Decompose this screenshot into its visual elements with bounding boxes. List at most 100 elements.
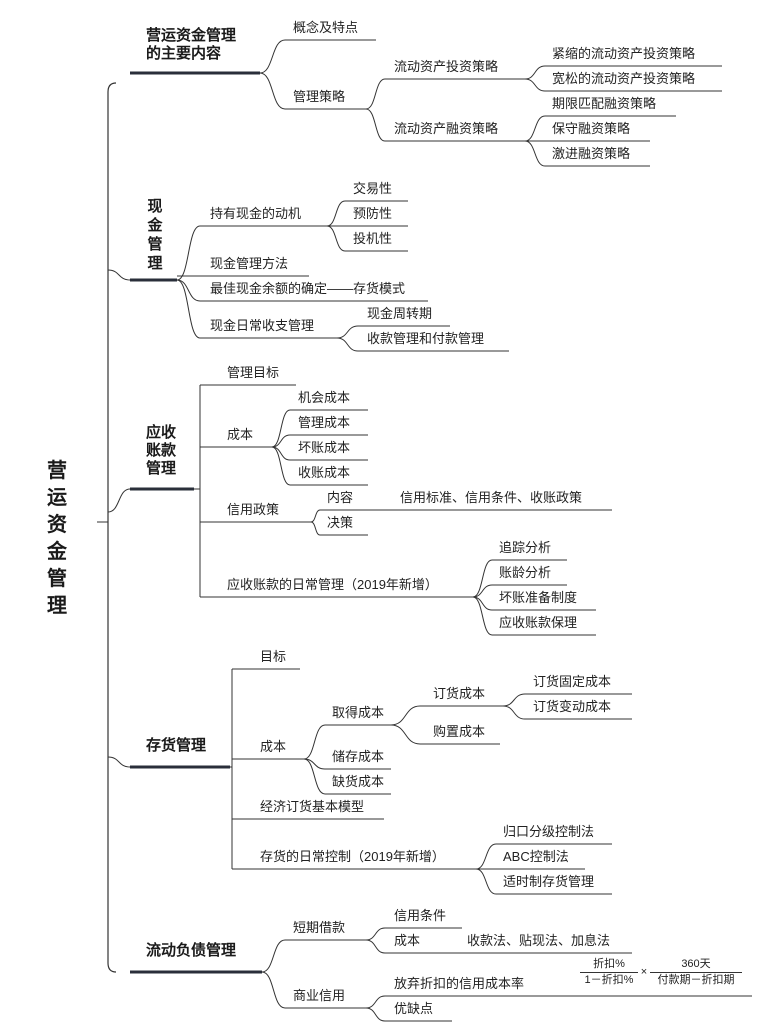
connector-line — [365, 939, 386, 954]
connector-line — [230, 669, 233, 768]
connector-line — [176, 279, 201, 302]
node-tracking-analysis: 追踪分析 — [499, 540, 552, 555]
formula-fraction-discount: 折扣% 1－折扣% — [580, 958, 638, 987]
node-concept: 概念及特点 — [293, 20, 359, 35]
node-purchase-cost: 购置成本 — [433, 724, 486, 739]
connector-line — [271, 446, 291, 486]
connector-line — [176, 225, 201, 281]
branch-working-capital-content: 营运资金管理 的主要内容 — [146, 27, 236, 63]
formula-times: × — [640, 966, 648, 978]
connector-line — [365, 108, 386, 142]
branch-title-line1: 营运资金管理 — [146, 27, 237, 44]
branch-cash-management: 现 金 管 理 — [146, 197, 164, 273]
node-forgo-discount: 放弃折扣的信用成本率 — [394, 976, 525, 991]
node-fin-match: 期限匹配融资策略 — [552, 96, 657, 111]
node-motive-transaction: 交易性 — [353, 181, 393, 196]
title-char-1: 现 — [147, 198, 163, 215]
connector-line — [390, 705, 421, 726]
connector-line — [194, 385, 201, 490]
node-invest-strategy: 流动资产投资策略 — [394, 59, 499, 74]
branch-inventory: 存货管理 — [146, 737, 207, 754]
connector-line — [475, 868, 497, 895]
connector-line — [326, 200, 346, 227]
connector-line — [365, 1007, 386, 1022]
connector-line — [107, 756, 131, 768]
root-title-text: 营运资金管理 — [47, 460, 67, 617]
connector-line — [310, 521, 321, 536]
node-abc-control: ABC控制法 — [503, 849, 569, 864]
connector-line — [365, 927, 386, 941]
connector-line — [365, 78, 386, 110]
node-management-cost: 管理成本 — [298, 415, 351, 430]
connector-line — [107, 269, 131, 281]
node-cash-motive: 持有现金的动机 — [210, 206, 302, 221]
connector-line — [107, 488, 131, 513]
node-bad-debt-cost: 坏账成本 — [298, 440, 351, 455]
connector-line — [472, 596, 493, 636]
connector-line — [261, 939, 286, 973]
branch-receivables: 应收 账款 管理 — [146, 424, 176, 478]
connector-line — [524, 65, 546, 80]
connector-line — [524, 140, 546, 167]
branch-title-line2: 账款 — [146, 442, 177, 459]
connector-line — [365, 995, 386, 1009]
connector-line — [336, 325, 359, 339]
node-fin-conservative: 保守融资策略 — [552, 121, 631, 136]
node-motive-precaution: 预防性 — [353, 206, 393, 221]
node-acquire-cost: 取得成本 — [332, 705, 385, 720]
node-invest-tight: 紧缩的流动资产投资策略 — [552, 46, 696, 61]
fraction-bar-icon — [650, 972, 742, 973]
node-pros-cons: 优缺点 — [394, 1001, 434, 1016]
connector-line — [176, 279, 201, 339]
node-strategy: 管理策略 — [293, 89, 346, 104]
node-jit: 适时制存货管理 — [503, 874, 595, 889]
node-policy-content-detail: 信用标准、信用条件、收账政策 — [400, 490, 583, 505]
connector-line — [271, 446, 291, 461]
node-eoq-model: 经济订货基本模型 — [260, 799, 365, 814]
node-short-loan: 短期借款 — [293, 920, 346, 935]
connector-line — [475, 843, 497, 870]
node-invest-loose: 宽松的流动资产投资策略 — [552, 71, 696, 86]
connector-line — [271, 434, 291, 448]
connector-line — [390, 724, 421, 745]
connector-line — [326, 225, 346, 252]
node-cash-method: 现金管理方法 — [210, 256, 289, 271]
fraction-bar-icon — [580, 972, 638, 973]
connector-line — [259, 72, 286, 110]
connector-line — [524, 78, 546, 92]
connector-line — [524, 115, 546, 142]
connector-line — [502, 705, 526, 720]
node-order-variable: 订货变动成本 — [533, 699, 612, 714]
node-level-control: 归口分级控制法 — [503, 824, 595, 839]
node-bad-debt-reserve: 坏账准备制度 — [499, 590, 578, 605]
root-title: 营运资金管理 — [44, 458, 70, 620]
formula-fraction-days: 360天 付款期－折扣期 — [650, 958, 742, 987]
node-ar-daily: 应收账款的日常管理（2019年新增） — [227, 577, 438, 592]
node-policy-decision: 决策 — [327, 515, 354, 530]
node-loan-cost-detail: 收款法、贴现法、加息法 — [467, 933, 611, 948]
node-collect-pay: 收款管理和付款管理 — [367, 331, 485, 346]
connector-line — [107, 82, 117, 973]
node-shortage-cost: 缺货成本 — [332, 774, 385, 789]
node-opportunity-cost: 机会成本 — [298, 390, 351, 405]
node-storage-cost: 储存成本 — [332, 749, 385, 764]
branch-current-liabilities: 流动负债管理 — [146, 942, 237, 959]
connector-line — [303, 724, 326, 760]
node-optimal-balance: 最佳现金余额的确定——存货模式 — [210, 281, 406, 296]
node-order-fixed: 订货固定成本 — [533, 674, 612, 689]
connector-line — [472, 596, 493, 611]
node-ar-cost: 成本 — [227, 427, 254, 442]
node-collection-cost: 收账成本 — [298, 465, 351, 480]
node-finance-strategy: 流动资产融资策略 — [394, 121, 499, 136]
node-motive-speculation: 投机性 — [353, 231, 393, 246]
formula-numerator-2: 360天 — [681, 958, 711, 970]
node-cash-cycle: 现金周转期 — [367, 306, 433, 321]
branch-title-line2: 的主要内容 — [146, 45, 222, 62]
connector-line — [336, 337, 359, 352]
node-inv-daily: 存货的日常控制（2019年新增） — [260, 849, 445, 864]
connector-line — [472, 584, 493, 598]
connector-line — [310, 509, 321, 523]
formula-numerator-1: 折扣% — [593, 958, 625, 970]
title-char-2: 金 — [147, 217, 163, 234]
